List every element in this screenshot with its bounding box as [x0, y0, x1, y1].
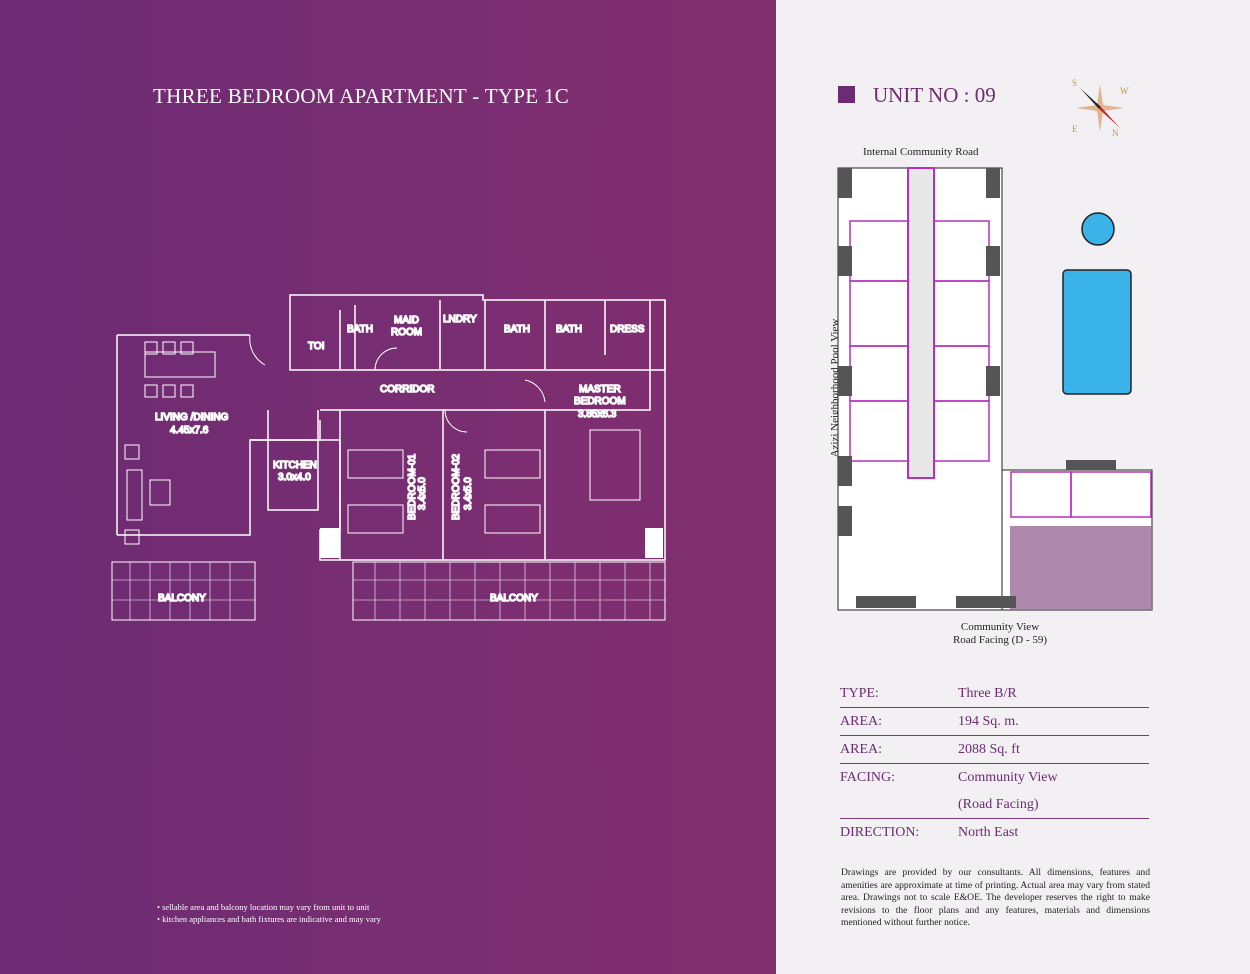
spec-key: AREA: — [840, 713, 882, 729]
bedroom2-label: BEDROOM-02 — [451, 453, 462, 520]
spec-key: FACING: — [840, 769, 895, 785]
toilet-label: TOI — [308, 341, 324, 352]
kitchen-size: 3.0x4.0 — [278, 472, 311, 483]
floor-plan-drawing: LIVING /DINING 4.45x7.6 KITCHEN 3.0x4.0 … — [111, 294, 666, 621]
maid-label-2: ROOM — [391, 327, 422, 338]
note: • kitchen appliances and bath fixtures a… — [157, 914, 381, 924]
living-label: LIVING /DINING — [155, 412, 229, 423]
spec-value: Community View — [958, 769, 1058, 785]
spec-row-type: TYPE: Three B/R — [840, 680, 1149, 708]
master-label-2: BEDROOM — [574, 396, 626, 407]
page-title: THREE BEDROOM APARTMENT - TYPE 1C — [153, 84, 570, 108]
balcony-label: BALCONY — [158, 593, 206, 604]
jacuzzi — [1081, 212, 1115, 246]
spec-value: Three B/R — [958, 685, 1017, 701]
bottom-road-line-1: Community View — [960, 621, 1040, 633]
spec-row-facing-cont: (Road Facing) — [840, 791, 1149, 819]
balcony-label: BALCONY — [490, 593, 538, 604]
spec-value: 2088 Sq. ft — [958, 741, 1020, 757]
bath-label: BATH — [556, 324, 582, 335]
swimming-pool — [1062, 269, 1132, 395]
floor-plan-panel: THREE BEDROOM APARTMENT - TYPE 1C — [0, 0, 776, 974]
compass-s: S — [1072, 78, 1077, 88]
kitchen-label: KITCHEN — [273, 460, 317, 471]
plan-notes: • sellable area and balcony location may… — [157, 901, 381, 925]
compass-e: E — [1072, 124, 1078, 134]
bath-label: BATH — [504, 324, 530, 335]
dress-label: DRESS — [610, 324, 645, 335]
bottom-road-line-2: Road Facing (D - 59) — [952, 634, 1048, 646]
spec-value: North East — [958, 824, 1019, 840]
master-label-1: MASTER — [579, 384, 621, 395]
compass-w: W — [1120, 86, 1129, 96]
unit-number: UNIT NO : 09 — [873, 83, 996, 107]
spec-key: DIRECTION: — [840, 824, 920, 840]
bottom-road-label: Community View Road Facing (D - 59) — [940, 621, 1060, 647]
bath-label: BATH — [347, 324, 373, 335]
bedroom1-size: 3.4x5.0 — [417, 477, 428, 510]
compass-n: N — [1112, 128, 1119, 138]
corridor-label: CORRIDOR — [380, 384, 434, 395]
spec-key: AREA: — [840, 741, 882, 757]
note: • sellable area and balcony location may… — [157, 902, 370, 912]
top-road-label: Internal Community Road — [863, 146, 979, 158]
spec-value: 194 Sq. m. — [958, 713, 1019, 729]
spec-row-facing: FACING: Community View — [840, 764, 1149, 791]
spec-value: (Road Facing) — [958, 796, 1039, 812]
laundry-label: LNDRY — [443, 314, 477, 325]
bedroom1-label: BEDROOM-01 — [407, 453, 418, 520]
compass-icon: S W E N — [1072, 78, 1129, 138]
living-size: 4.45x7.6 — [170, 425, 209, 436]
spec-row-area-sqft: AREA: 2088 Sq. ft — [840, 736, 1149, 764]
spec-key: TYPE: — [840, 685, 879, 701]
master-size: 3.85x6.3 — [578, 409, 617, 420]
spec-row-direction: DIRECTION: North East — [840, 819, 1149, 846]
unit-09-highlight — [1010, 526, 1152, 610]
unit-specs-table: TYPE: Three B/R AREA: 194 Sq. m. AREA: 2088… — [840, 680, 1149, 846]
maid-label-1: MAID — [394, 315, 419, 326]
spec-row-area-sqm: AREA: 194 Sq. m. — [840, 708, 1149, 736]
disclaimer: Drawings are provided by our consultants… — [841, 867, 1150, 929]
unit-marker-square — [838, 86, 855, 103]
site-plan — [837, 167, 1153, 611]
bedroom2-size: 3.4x5.0 — [463, 477, 474, 510]
